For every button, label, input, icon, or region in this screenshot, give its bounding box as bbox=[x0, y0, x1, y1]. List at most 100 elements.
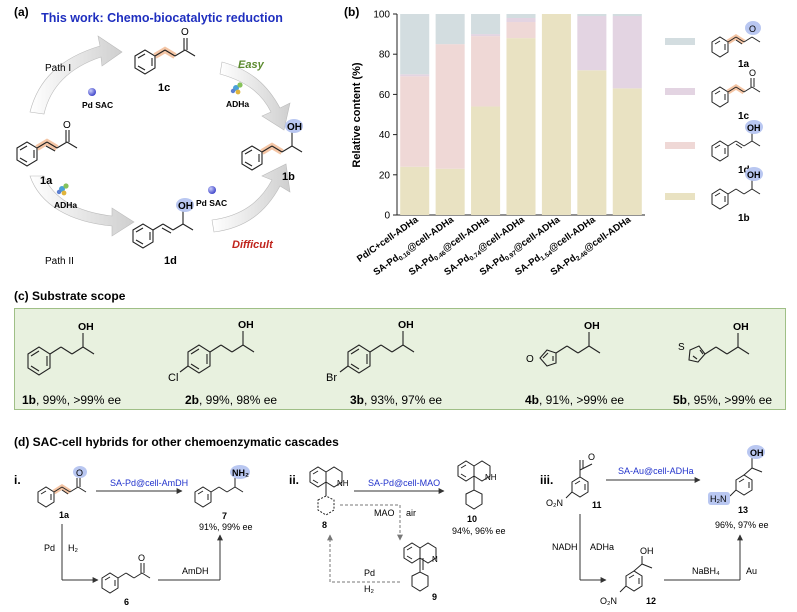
cpd-1a: 1a bbox=[40, 175, 53, 187]
y-tick-label: 0 bbox=[384, 211, 390, 222]
cascade-ii-h2: H₂ bbox=[364, 584, 374, 594]
adha-label-1: ADHa bbox=[226, 99, 249, 109]
cascade-ii-sm: 8 bbox=[322, 520, 327, 530]
legend-swatch-1b bbox=[665, 193, 695, 200]
structure-1a bbox=[16, 130, 78, 167]
legend-label-1d: 1d bbox=[738, 165, 750, 176]
cascade-iii-intermediate-structure bbox=[619, 556, 653, 593]
scope-item-2b: 2b, 99%, 98% ee bbox=[185, 393, 277, 407]
scope-structure-4b bbox=[539, 332, 601, 367]
o-1a: O bbox=[63, 120, 71, 131]
bar-segment-1a bbox=[577, 14, 607, 17]
cascade-i-int-o: O bbox=[138, 553, 145, 563]
adha-label-2: ADHa bbox=[54, 200, 77, 210]
cascade-iii-nadh: NADH bbox=[552, 542, 578, 552]
bar-segment-1d bbox=[506, 22, 536, 39]
cascade-i-intermediate: 6 bbox=[124, 597, 129, 607]
bar-segment-1b bbox=[506, 38, 536, 216]
stacked-bar-chart: 020406080100Pd/C+cell-ADHaSA-Pd0.16@cell… bbox=[355, 10, 645, 278]
bar-segment-1b bbox=[471, 106, 501, 215]
bar-segment-1b bbox=[400, 166, 430, 215]
enzyme-icon bbox=[230, 82, 243, 95]
legend-structure-1c bbox=[711, 78, 761, 108]
difficult-arrow bbox=[211, 163, 291, 233]
substrate-scope-box bbox=[14, 308, 786, 410]
cascade-i-catalyst: SA-Pd@cell-AmDH bbox=[110, 478, 188, 488]
cascade-i-product-structure bbox=[194, 478, 244, 508]
cpd-1d: 1d bbox=[164, 255, 177, 267]
bar-segment-1c bbox=[400, 74, 430, 77]
cascade-iii-oh-highlight bbox=[747, 445, 765, 459]
cascade-ii-mao: MAO bbox=[374, 508, 395, 518]
oh-highlight bbox=[285, 119, 303, 133]
cascade-iii-adha: ADHa bbox=[590, 542, 614, 552]
legend-swatch-1c bbox=[665, 88, 695, 95]
cascade-iii-intermediate: 12 bbox=[646, 596, 656, 606]
bar-segment-1b bbox=[541, 14, 571, 215]
legend-structure-1d bbox=[711, 132, 761, 162]
legend-swatch-1d bbox=[665, 142, 695, 149]
cascade-i-o-highlight bbox=[73, 466, 87, 478]
cascade-ii-pd: Pd bbox=[364, 568, 375, 578]
bar-segment-1a bbox=[612, 14, 642, 17]
cascade-iii-h2n: H₂N bbox=[710, 494, 727, 504]
cascade-i-o: O bbox=[76, 468, 83, 478]
scope-cl: Cl bbox=[168, 372, 178, 384]
legend-label-1c: 1c bbox=[738, 111, 750, 122]
cascade-ii-air: air bbox=[406, 508, 416, 518]
bar-segment-1a bbox=[435, 14, 465, 45]
legend-oh-1d: OH bbox=[747, 123, 761, 133]
legend-structure-1b bbox=[711, 180, 761, 210]
scope-structure-3b bbox=[339, 331, 415, 374]
bar-segment-1a bbox=[400, 14, 430, 75]
cpd-1c: 1c bbox=[158, 82, 170, 94]
enzyme-icon bbox=[56, 183, 69, 196]
legend-swatch-1a bbox=[665, 38, 695, 45]
scope-structure-2b bbox=[179, 331, 255, 374]
path1-label: Path I bbox=[45, 63, 71, 74]
pd-sac-label-2: Pd SAC bbox=[196, 198, 227, 208]
bar-segment-1b bbox=[612, 88, 642, 215]
cascade-i-label: i. bbox=[14, 473, 21, 487]
panel-a-label: (a) bbox=[14, 5, 29, 19]
cascade-iii-sm-structure bbox=[565, 460, 593, 499]
oh-1b: OH bbox=[287, 122, 302, 133]
cascade-iii-label: iii. bbox=[540, 473, 553, 487]
legend-structure-1a bbox=[711, 34, 761, 58]
scope-oh-4b: OH bbox=[584, 320, 600, 332]
scope-item-4b: 4b, 91%, >99% ee bbox=[525, 393, 624, 407]
cascade-i-sm-structure bbox=[37, 478, 87, 508]
bar-segment-1c bbox=[577, 16, 607, 71]
legend-o-1a: O bbox=[749, 24, 756, 34]
path2-label: Path II bbox=[45, 256, 74, 267]
cascade-iii-product-structure bbox=[729, 458, 763, 497]
path2-arrow-left bbox=[29, 175, 135, 237]
cpd-1b: 1b bbox=[282, 171, 295, 183]
bar-segment-1c bbox=[612, 16, 642, 89]
legend-label-1a: 1a bbox=[738, 59, 750, 70]
cascade-iii-catalyst: SA-Au@cell-ADHa bbox=[618, 466, 694, 476]
legend-o-1c: O bbox=[749, 68, 756, 78]
y-tick-label: 80 bbox=[379, 50, 391, 61]
path1-arrow-left bbox=[29, 35, 123, 115]
cascade-iii-nabh4: NaBH₄ bbox=[692, 566, 720, 576]
y-tick-label: 60 bbox=[379, 90, 391, 101]
structure-1b bbox=[241, 132, 303, 171]
bar-segment-1c bbox=[471, 34, 501, 37]
cascade-ii-n: N bbox=[432, 555, 438, 564]
cascade-i-amdh: AmDH bbox=[182, 566, 209, 576]
y-tick-label: 20 bbox=[379, 170, 391, 181]
pd-sac-icon bbox=[88, 88, 96, 96]
legend-oh-1b: OH bbox=[747, 170, 761, 180]
panel-c-label: (c) Substrate scope bbox=[14, 289, 126, 303]
bar-segment-1a bbox=[506, 14, 536, 19]
legend-label-1b: 1b bbox=[738, 213, 750, 224]
scope-br: Br bbox=[326, 372, 337, 384]
scope-oh-1b: OH bbox=[78, 321, 94, 333]
cascade-i-nh2-highlight bbox=[230, 465, 250, 479]
legend-oh-highlight bbox=[745, 120, 763, 134]
bar-segment-1d bbox=[471, 36, 501, 107]
cascade-i-yield: 91%, 99% ee bbox=[199, 522, 253, 532]
bar-segment-1c bbox=[506, 18, 536, 23]
bar-segment-1b bbox=[577, 70, 607, 215]
